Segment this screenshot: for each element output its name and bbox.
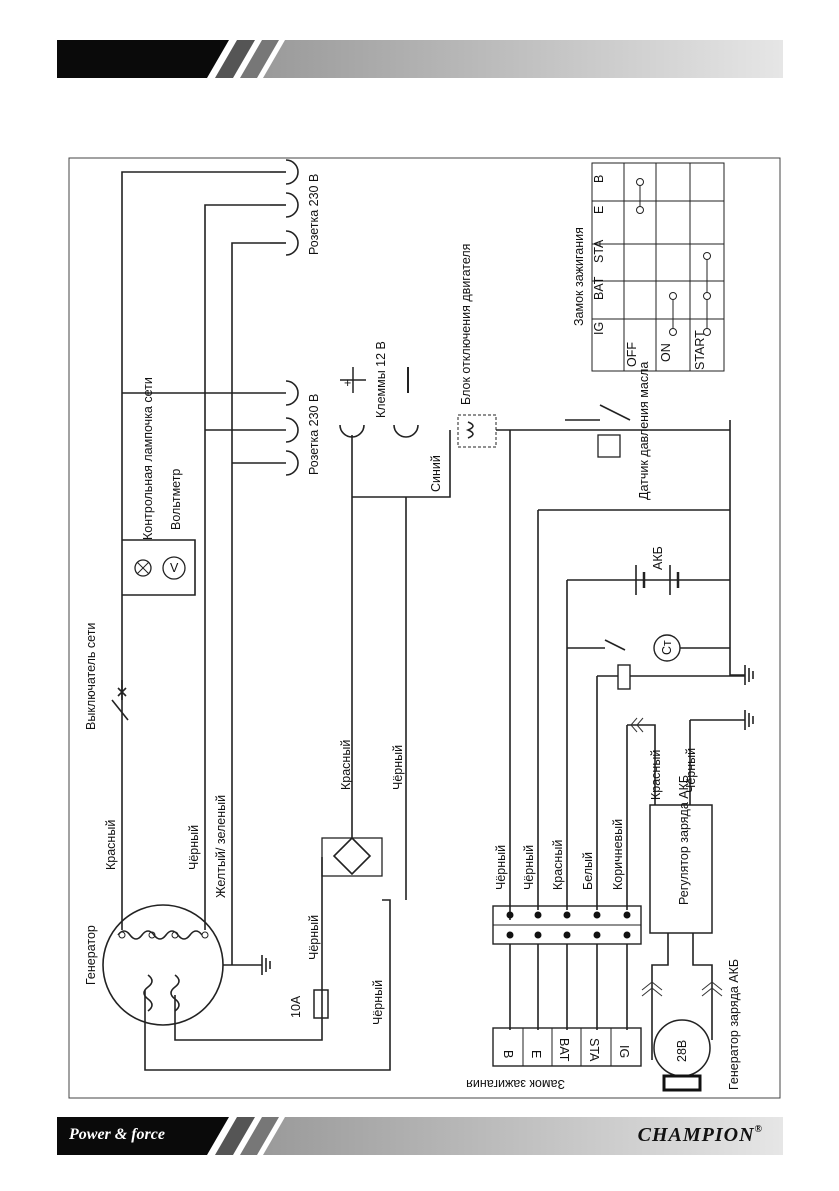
label-wire-black-bottom: Чёрный: [371, 980, 385, 1025]
label-wire-red-1: Красный: [104, 820, 118, 870]
label-starter: Ст: [660, 640, 674, 655]
label-term-wire-2: Чёрный: [522, 845, 536, 890]
label-term-wire-4: Белый: [581, 852, 595, 890]
label-ignition-lock: Замок зажигания: [466, 1077, 565, 1091]
label-oil-pressure-sensor: Датчик давления масла: [637, 362, 651, 500]
label-generator: Генератор: [84, 925, 98, 985]
table-col-bat: BAT: [592, 276, 606, 300]
label-indicator-lamp: Контрольная лампочка сети: [141, 377, 155, 540]
table-col-b: B: [592, 175, 606, 183]
label-terminals-12v: Клеммы 12 В: [374, 341, 388, 418]
label-wire-red-bridge: Красный: [339, 740, 353, 790]
label-wire-yellow-green: Желтый/ зеленый: [214, 795, 228, 898]
label-wire-black-fuse: Чёрный: [307, 915, 321, 960]
ignition-terminal-ig: IG: [617, 1045, 631, 1058]
label-engine-stop-block: Блок отключения двигателя: [459, 244, 473, 405]
registered-mark: ®: [754, 1124, 763, 1135]
footer-slogan: Power & force: [69, 1126, 165, 1143]
label-socket-mid: Розетка 230 В: [307, 394, 321, 475]
table-col-ig: IG: [592, 322, 606, 335]
svg-text:V: V: [170, 561, 179, 575]
label-charge-generator: Генератор заряда АКБ: [727, 959, 741, 1090]
ignition-terminal-b: B: [501, 1050, 515, 1058]
label-charge-regulator: Регулятор заряда АКБ: [677, 775, 691, 905]
brand-name: CHAMPION: [637, 1124, 755, 1146]
label-battery: АКБ: [651, 546, 665, 570]
label-ignition-table-title: Замок зажигания: [572, 227, 586, 326]
table-col-sta: STA: [592, 239, 606, 263]
ignition-terminal-sta: STA: [587, 1038, 601, 1062]
table-row-off: OFF: [625, 342, 639, 367]
ignition-terminal-bat: BAT: [557, 1038, 571, 1062]
header-band: [57, 40, 783, 78]
label-socket-top: Розетка 230 В: [307, 174, 321, 255]
label-mains-switch: Выключатель сети: [84, 623, 98, 730]
socket-top-3: [270, 230, 299, 256]
socket-top-2: [270, 192, 299, 218]
label-voltmeter: Вольтметр: [169, 469, 183, 530]
label-fuse: 10А: [289, 995, 303, 1018]
socket-top-1: [270, 159, 299, 185]
table-row-start: START: [693, 330, 707, 370]
label-wire-red-reg: Красный: [649, 750, 663, 800]
label-charge-generator-voltage: 28В: [675, 1040, 689, 1062]
label-wire-black-bridge: Чёрный: [391, 745, 405, 790]
ignition-terminal-e: E: [529, 1050, 543, 1058]
label-term-wire-5: Коричневый: [611, 819, 625, 890]
brand-logo: CHAMPION®: [638, 1124, 763, 1147]
label-term-wire-3: Красный: [551, 840, 565, 890]
footer-band: Power & force CHAMPION®: [57, 1117, 783, 1155]
label-wire-blue: Синий: [429, 455, 443, 492]
label-term-wire-1: Чёрный: [494, 845, 508, 890]
plus-sign: +: [344, 376, 351, 390]
label-wire-black-1: Чёрный: [187, 825, 201, 870]
table-col-e: E: [592, 206, 606, 214]
label-wire-black-reg: Чёрный: [684, 748, 698, 793]
table-row-on: ON: [659, 343, 673, 362]
ignition-table: [591, 162, 725, 372]
